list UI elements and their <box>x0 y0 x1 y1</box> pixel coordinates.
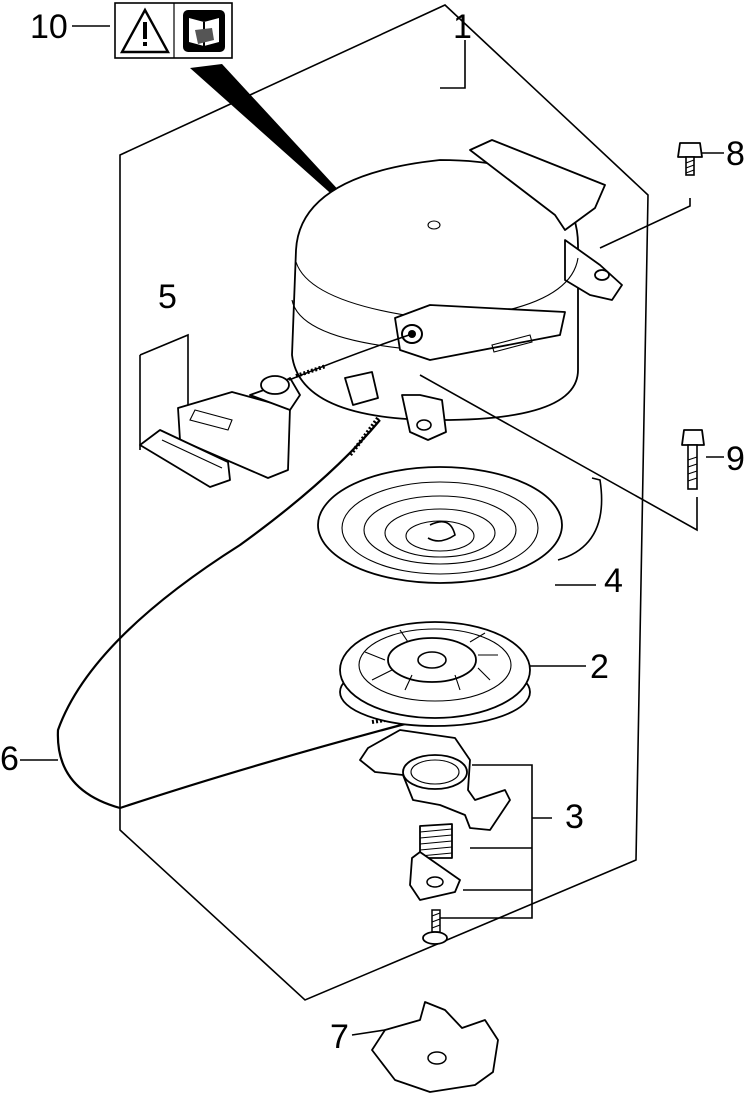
callout-4: 4 <box>604 562 623 600</box>
callout-10: 10 <box>30 8 68 46</box>
callout-1: 1 <box>453 8 472 46</box>
starter-handle <box>139 333 301 488</box>
callout-3: 3 <box>565 798 584 836</box>
callout-5: 5 <box>158 278 177 316</box>
callout-2: 2 <box>590 648 609 686</box>
read-manual-icon <box>183 10 225 52</box>
callout-6: 6 <box>0 740 19 778</box>
recoil-spring <box>317 466 603 584</box>
callout-8: 8 <box>726 135 745 173</box>
assembly-frame <box>119 4 649 1001</box>
drive-plate <box>351 1001 499 1093</box>
callout-9: 9 <box>726 440 745 478</box>
callout-7: 7 <box>330 1018 349 1056</box>
warning-triangle-icon <box>119 7 171 54</box>
ratchet-assembly <box>359 729 552 945</box>
starter-housing <box>291 139 623 441</box>
bolt-9 <box>419 374 705 532</box>
bolt-8 <box>599 142 703 249</box>
rope-reel <box>339 621 531 727</box>
